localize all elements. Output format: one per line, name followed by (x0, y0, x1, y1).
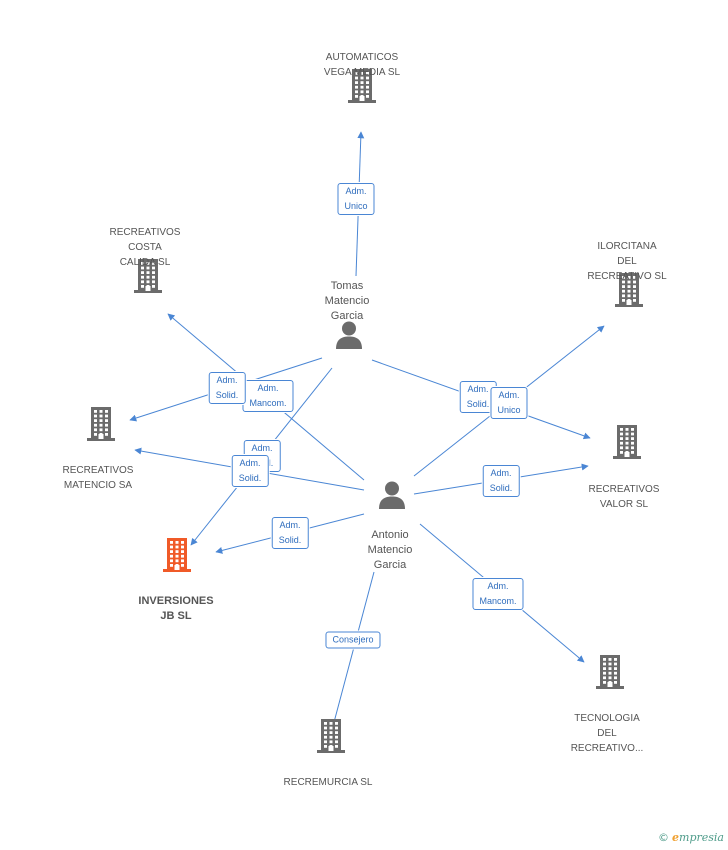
node-label-ilorcitana[interactable]: ILORCITANA DEL RECREATIVO SL (587, 241, 667, 282)
edge-label-tomas-recreativos_valor[interactable]: Adm. Solid. (459, 381, 497, 413)
edge-label-antonio-recremurcia[interactable]: Consejero (325, 631, 381, 649)
building-icon-ilorcitana[interactable] (614, 273, 644, 312)
node-label-recreativos_costa[interactable]: RECREATIVOS COSTA CALIDA SL (109, 227, 181, 268)
node-label-recremurcia[interactable]: RECREMURCIA SL (283, 777, 373, 788)
node-label-tecnologia[interactable]: TECNOLOGIA DEL RECREATIVO... (570, 713, 644, 754)
brand-e: e (672, 831, 680, 844)
empresia-brand[interactable]: ©empresia (658, 831, 724, 844)
person-icon-tomas[interactable] (334, 320, 364, 355)
edge-label-antonio-recreativos_matencio[interactable]: Adm. Solid. (231, 455, 269, 487)
edge-label-antonio-recreativos_valor[interactable]: Adm. Solid. (482, 465, 520, 497)
edge-label-antonio-inversiones[interactable]: Adm. Solid. (271, 517, 309, 549)
node-label-recreativos_valor[interactable]: RECREATIVOS VALOR SL (588, 484, 660, 510)
edge-label-antonio-tecnologia[interactable]: Adm. Mancom. (472, 578, 524, 610)
brand-name: mpresia (679, 831, 724, 844)
node-label-tomas[interactable]: Tomas Matencio Garcia (324, 280, 370, 322)
building-icon-recreativos_costa[interactable] (133, 259, 163, 298)
building-icon-recreativos_valor[interactable] (612, 425, 642, 464)
node-label-recreativos_matencio[interactable]: RECREATIVOS MATENCIO SA (62, 465, 134, 491)
building-icon-recreativos_matencio[interactable] (86, 407, 116, 446)
edge-label-tomas-automaticos[interactable]: Adm. Unico (337, 183, 375, 215)
building-icon-recremurcia[interactable] (316, 719, 346, 758)
node-label-automaticos[interactable]: AUTOMATICOS VEGA MEDIA SL (323, 52, 401, 78)
edge-label-antonio-recreativos_costa[interactable]: Adm. Solid. (208, 372, 246, 404)
edge-label-antonio-ilorcitana[interactable]: Adm. Unico (490, 387, 528, 419)
edge-label-tomas-recreativos_matencio[interactable]: Adm. Mancom. (242, 380, 294, 412)
building-icon-automaticos[interactable] (347, 69, 377, 108)
person-icon-antonio[interactable] (377, 480, 407, 515)
building-icon-inversiones[interactable] (162, 538, 192, 577)
copyright-symbol: © (658, 831, 670, 844)
node-label-inversiones[interactable]: INVERSIONES JB SL (138, 595, 214, 622)
building-icon-tecnologia[interactable] (595, 655, 625, 694)
edge-antonio-recremurcia (331, 571, 375, 727)
node-label-antonio[interactable]: Antonio Matencio Garcia (367, 529, 413, 571)
